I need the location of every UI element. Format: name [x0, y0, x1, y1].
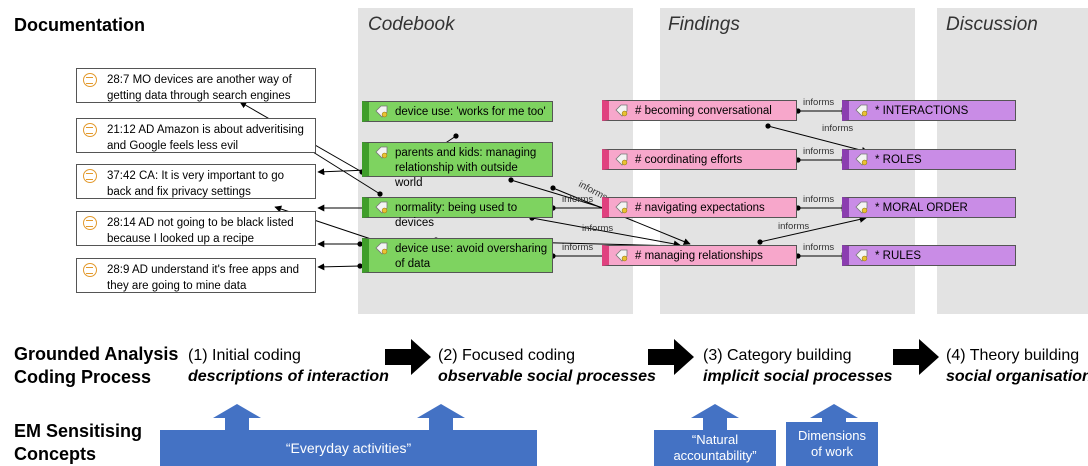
step-focused-coding: (2) Focused coding observable social pro… [438, 345, 656, 387]
code-box: # navigating expectations [602, 197, 797, 218]
quotation-icon [83, 73, 97, 87]
code-box: device use: 'works for me too' [362, 101, 553, 122]
step-subtitle: implicit social processes [703, 368, 893, 385]
quote-box: 28:14 AD not going to be black listed be… [76, 211, 316, 246]
code-tag-icon [855, 104, 868, 117]
code-label: * MORAL ORDER [875, 202, 968, 214]
code-box: # becoming conversational [602, 100, 797, 121]
code-tag-icon [615, 104, 628, 117]
step-title: (4) Theory building [946, 347, 1080, 364]
code-label: parents and kids: managing relationship … [395, 147, 537, 189]
code-tag-icon [375, 242, 388, 255]
edge-label-informs: informs [803, 194, 834, 205]
concept-natural-accountability: “Natural accountability” [654, 430, 776, 466]
code-tag-icon [375, 146, 388, 159]
quote-text: 28:9 AD understand it's free apps and th… [107, 264, 300, 292]
quotation-icon [83, 216, 97, 230]
edge-label-informs: informs [803, 242, 834, 253]
em-line2: Concepts [14, 444, 97, 464]
step-initial-coding: (1) Initial coding descriptions of inter… [188, 345, 389, 387]
step-subtitle: observable social processes [438, 368, 656, 385]
grounded-line2: Coding Process [14, 367, 152, 387]
edge-label-informs: informs [803, 146, 834, 157]
step-subtitle: descriptions of interaction [188, 368, 389, 385]
code-box: * MORAL ORDER [842, 197, 1016, 218]
code-box: * INTERACTIONS [842, 100, 1016, 121]
connector-layer: informs informs informs informs informs … [239, 97, 869, 271]
code-label: # navigating expectations [635, 202, 765, 214]
code-label: # becoming conversational [635, 105, 772, 117]
edge-line [767, 125, 869, 154]
process-arrow-icon [648, 339, 694, 375]
quotation-icon [83, 169, 97, 183]
discussion-title: Discussion [946, 14, 1038, 35]
code-label: * INTERACTIONS [875, 105, 969, 117]
step-title: (1) Initial coding [188, 347, 301, 364]
findings-title: Findings [668, 14, 740, 35]
code-tag-icon [855, 153, 868, 166]
code-label: normality: being used to devices [395, 202, 518, 229]
edge-label-informs: informs [822, 123, 853, 134]
em-line1: EM Sensitising [14, 421, 143, 441]
code-tag-icon [615, 201, 628, 214]
concept-up-arrow-icon [417, 404, 465, 430]
code-tag-icon [615, 249, 628, 262]
edge-label-informs: informs [562, 194, 593, 205]
code-label: device use: avoid oversharing of data [395, 243, 548, 270]
quote-box: 37:42 CA: It is very important to go bac… [76, 164, 316, 199]
grounded-analysis-label: Grounded Analysis Coding Process [14, 343, 178, 389]
concept-everyday-activities: “Everyday activities” [160, 430, 537, 466]
code-box: normality: being used to devices [362, 197, 553, 229]
code-label: # coordinating efforts [635, 154, 743, 166]
quote-box: 21:12 AD Amazon is about adveritising an… [76, 118, 316, 153]
code-tag-icon [855, 201, 868, 214]
code-box: * RULES [842, 245, 1016, 266]
code-label: device use: 'works for me too' [395, 106, 546, 118]
quote-text: 21:12 AD Amazon is about adveritising an… [107, 124, 304, 152]
concept-dimensions-of-work: Dimensions of work [786, 422, 878, 466]
step-subtitle: social organisation [946, 368, 1088, 385]
quotation-icon [83, 123, 97, 137]
code-tag-icon [375, 105, 388, 118]
code-tag-icon [855, 249, 868, 262]
quote-box: 28:9 AD understand it's free apps and th… [76, 258, 316, 293]
edge-label-informs: informs [582, 223, 613, 234]
process-arrow-icon [893, 339, 939, 375]
edge-line [531, 217, 681, 248]
quotation-icon [83, 263, 97, 277]
step-title: (3) Category building [703, 347, 852, 364]
quote-text: 28:7 MO devices are another way of getti… [107, 74, 292, 102]
code-label: * RULES [875, 250, 922, 262]
grounded-line1: Grounded Analysis [14, 344, 179, 364]
quote-text: 37:42 CA: It is very important to go bac… [107, 170, 285, 198]
quote-box: 28:7 MO devices are another way of getti… [76, 68, 316, 103]
edge-label-informs: informs [778, 221, 809, 232]
step-category-building: (3) Category building implicit social pr… [703, 345, 892, 387]
edge-label-informs: informs [562, 242, 593, 253]
edge-label-informs: informs [803, 97, 834, 108]
step-title: (2) Focused coding [438, 347, 575, 364]
concept-up-arrow-icon [213, 404, 261, 430]
process-arrow-icon [385, 339, 431, 375]
step-theory-building: (4) Theory building social organisation [946, 345, 1088, 387]
code-tag-icon [615, 153, 628, 166]
code-box: device use: avoid oversharing of data [362, 238, 553, 273]
code-box: # managing relationships [602, 245, 797, 266]
concept-up-arrow-icon [691, 404, 739, 430]
code-label: * ROLES [875, 154, 922, 166]
code-tag-icon [375, 201, 388, 214]
code-box: # coordinating efforts [602, 149, 797, 170]
edge-line [304, 146, 381, 195]
edge-line [759, 215, 867, 243]
code-box: parents and kids: managing relationship … [362, 142, 553, 189]
documentation-label: Documentation [14, 15, 146, 35]
quote-text: 28:14 AD not going to be black listed be… [107, 217, 294, 245]
code-label: # managing relationships [635, 250, 763, 262]
edge-line [317, 263, 361, 271]
codebook-title: Codebook [368, 14, 455, 35]
em-concepts-label: EM Sensitising Concepts [14, 420, 142, 466]
code-box: * ROLES [842, 149, 1016, 170]
